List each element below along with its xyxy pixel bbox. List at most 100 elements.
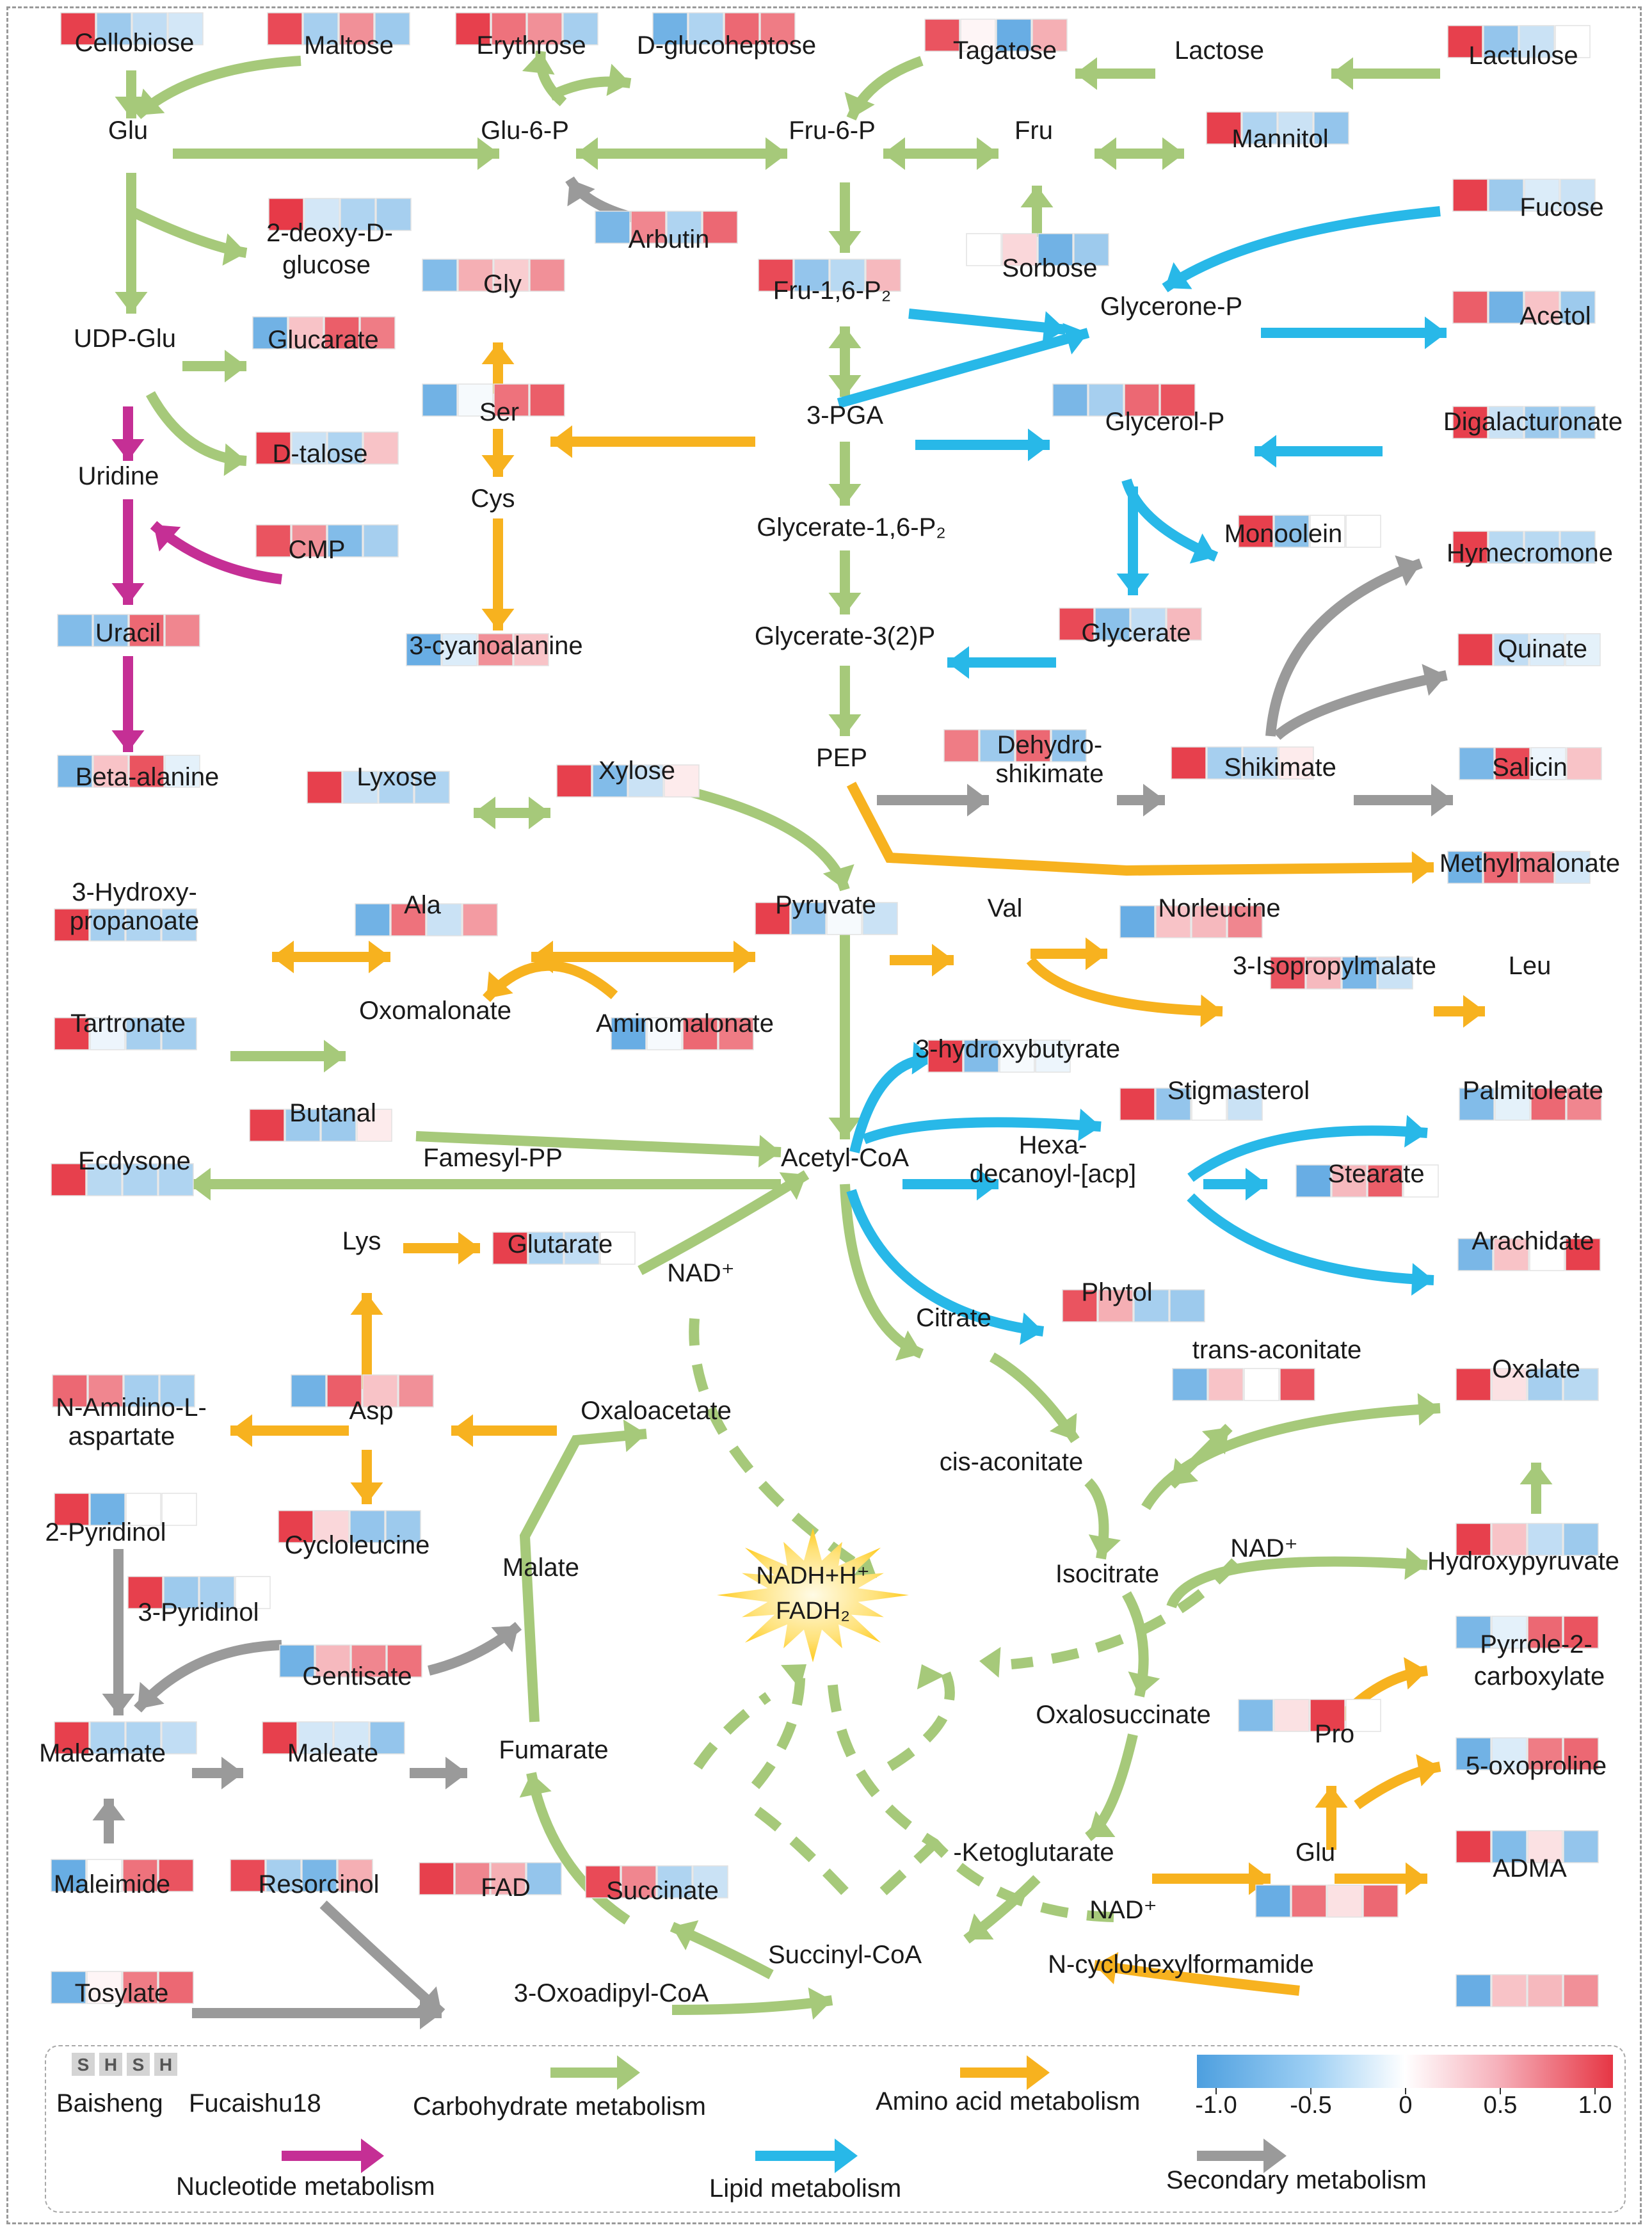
- heat-cell: [1238, 515, 1274, 548]
- heatmap-mannitol: [1206, 111, 1349, 145]
- heat-cell: [592, 764, 628, 798]
- tca-dash-head: [781, 1664, 806, 1689]
- heat-cell: [528, 1232, 564, 1265]
- heatmap-cycloleucine: [278, 1510, 421, 1543]
- heat-cell: [1310, 1699, 1345, 1732]
- arrow-g: [182, 349, 246, 383]
- label-val: Val: [987, 894, 1023, 922]
- heat-cell: [1456, 1974, 1491, 2007]
- heat-cell: [363, 431, 399, 465]
- heat-cell: [129, 755, 164, 788]
- label-isopropylmalate: 3-Isopropylmalate: [1233, 952, 1436, 980]
- arrow-s: [192, 1996, 442, 2030]
- heat-cell: [158, 1163, 194, 1196]
- heat-cell: [1452, 406, 1488, 439]
- heatmap-ecdysone: [51, 1163, 194, 1196]
- heat-cell: [718, 1017, 754, 1050]
- heatmap-glucarate: [252, 316, 396, 349]
- legend-arrow-amino-acid: [960, 2055, 1050, 2090]
- heat-cell: [595, 211, 630, 244]
- label-pro: Pro: [1314, 1720, 1355, 1748]
- arrow-g: [828, 442, 862, 506]
- heatmap-stigmasterol: [1119, 1088, 1263, 1121]
- heat-cell: [1459, 1088, 1495, 1121]
- heatmap-cyanoalanine: [406, 633, 549, 666]
- heatmap-cmp: [255, 524, 399, 558]
- heatmap-glutarate: [492, 1232, 636, 1265]
- arrow-b: [862, 1109, 1102, 1144]
- arrow-g: [828, 550, 862, 614]
- label-maltose: Maltose: [303, 31, 394, 60]
- heat-cell: [122, 1971, 158, 2004]
- arrow-g: [883, 137, 998, 170]
- legend: [45, 2045, 1626, 2213]
- label-mannitol: Mannitol: [1231, 125, 1329, 153]
- heat-cell: [288, 316, 324, 349]
- heat-cell: [458, 383, 493, 417]
- label-asp: Asp: [349, 1397, 394, 1425]
- heat-cell: [1524, 291, 1560, 324]
- heat-cell: [1313, 111, 1349, 145]
- arrow-g: [1020, 186, 1054, 237]
- label-fru16p2: Fru-1,6-P₂: [773, 277, 892, 305]
- arrow-o: [846, 782, 1434, 884]
- heat-cell: [924, 19, 960, 52]
- heat-cell: [1491, 1737, 1527, 1770]
- heat-cell: [1452, 179, 1488, 212]
- heatmap-maleimide: [51, 1859, 194, 1892]
- heatmap-hydroxypropanoate: [54, 908, 197, 942]
- heatmap-glu2: [1255, 1884, 1399, 1918]
- arrow-o: [1315, 1786, 1348, 1850]
- legend-carbohydrate: Carbohydrate metabolism: [413, 2092, 706, 2121]
- legend-secondary: Secondary metabolism: [1166, 2166, 1427, 2194]
- heat-cell: [1295, 1164, 1331, 1198]
- arrow-o: [451, 1414, 557, 1447]
- label-ketoglutarate: -Ketoglutarate: [953, 1838, 1114, 1867]
- heat-cell: [1155, 905, 1191, 938]
- heatmap-acetol: [1452, 291, 1596, 324]
- label-hymecromone: Hymecromone: [1446, 539, 1614, 567]
- arrow-o: [481, 518, 515, 630]
- heat-cell: [1493, 1238, 1529, 1271]
- arrow-g: [670, 1920, 774, 1980]
- scale-tick-label: 1.0: [1578, 2092, 1612, 2119]
- label-acetol: Acetol: [1520, 302, 1591, 330]
- label-phytol: Phytol: [1081, 1278, 1153, 1306]
- label-butanal: Butanal: [289, 1099, 376, 1127]
- heat-cell: [426, 903, 462, 936]
- heat-cell: [291, 1374, 326, 1408]
- heat-cell: [168, 12, 204, 45]
- heat-cell: [1306, 956, 1342, 990]
- heat-cell: [164, 614, 200, 647]
- heatmap-erythrose: [455, 12, 598, 45]
- label-lyxose: Lyxose: [357, 763, 437, 791]
- heat-cell: [1345, 515, 1381, 548]
- legend-lipid: Lipid metabolism: [709, 2174, 902, 2203]
- label-fumarate: Fumarate: [499, 1736, 609, 1764]
- heat-cell: [1491, 1830, 1527, 1863]
- heat-cell: [351, 1644, 387, 1678]
- label-aminomalonate: Aminomalonate: [596, 1009, 774, 1038]
- label-cmp: CMP: [288, 536, 346, 564]
- heat-cell: [630, 211, 666, 244]
- arrow-o: [1152, 1862, 1271, 1895]
- heat-cell: [491, 12, 527, 45]
- label-leu: Leu: [1508, 952, 1552, 980]
- label-amidino-1: N-Amidino-L-: [56, 1393, 207, 1422]
- heat-cell: [422, 259, 458, 292]
- heat-cell: [161, 1493, 197, 1526]
- heat-cell: [1560, 179, 1596, 212]
- heat-cell: [1456, 1523, 1491, 1556]
- heat-cell: [490, 1862, 526, 1895]
- heat-cell: [406, 633, 442, 666]
- heat-cell: [1457, 633, 1493, 666]
- heatmap-maltose: [267, 12, 410, 45]
- heatmap-fad: [419, 1862, 562, 1895]
- label-methylmalonate: Methylmalonate: [1439, 849, 1621, 878]
- arrow-o: [1434, 995, 1485, 1028]
- heat-cell: [657, 1865, 693, 1899]
- arrow-g: [963, 1875, 1041, 1944]
- heatmap-glycerol-p: [1052, 383, 1196, 417]
